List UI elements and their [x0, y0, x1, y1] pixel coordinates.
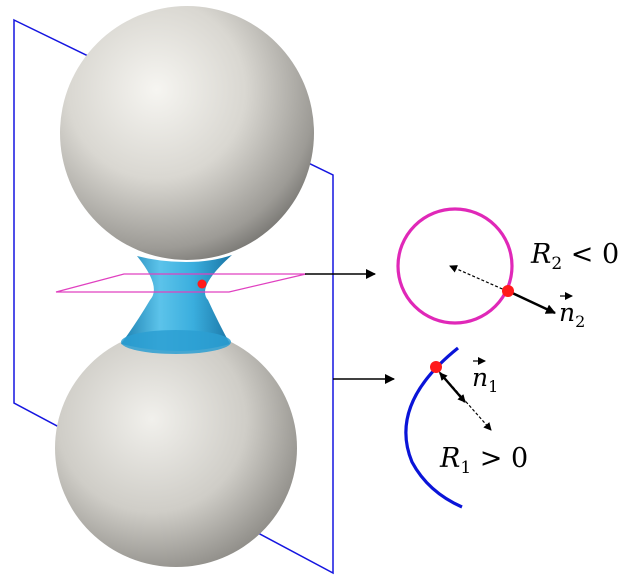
radius-r2-arrow	[449, 265, 508, 292]
section-circle	[396, 207, 514, 325]
circle-point	[502, 285, 514, 297]
section-curve	[404, 346, 463, 509]
neck-base	[121, 330, 231, 354]
neck-point	[197, 279, 207, 289]
normal-n1-arrow	[439, 372, 466, 403]
label-r1: R1 > 0	[439, 443, 528, 478]
label-n2: n2	[559, 292, 585, 331]
upper-sphere	[60, 6, 314, 260]
lower-sphere	[55, 329, 297, 567]
svg-text:n2: n2	[559, 298, 585, 331]
curve-point	[430, 361, 442, 373]
label-n1: n1	[472, 357, 498, 396]
neck-bridge	[121, 255, 232, 351]
normal-n2-arrow	[507, 289, 556, 315]
label-r2: R2 < 0	[530, 239, 619, 274]
svg-text:n1: n1	[472, 363, 498, 396]
